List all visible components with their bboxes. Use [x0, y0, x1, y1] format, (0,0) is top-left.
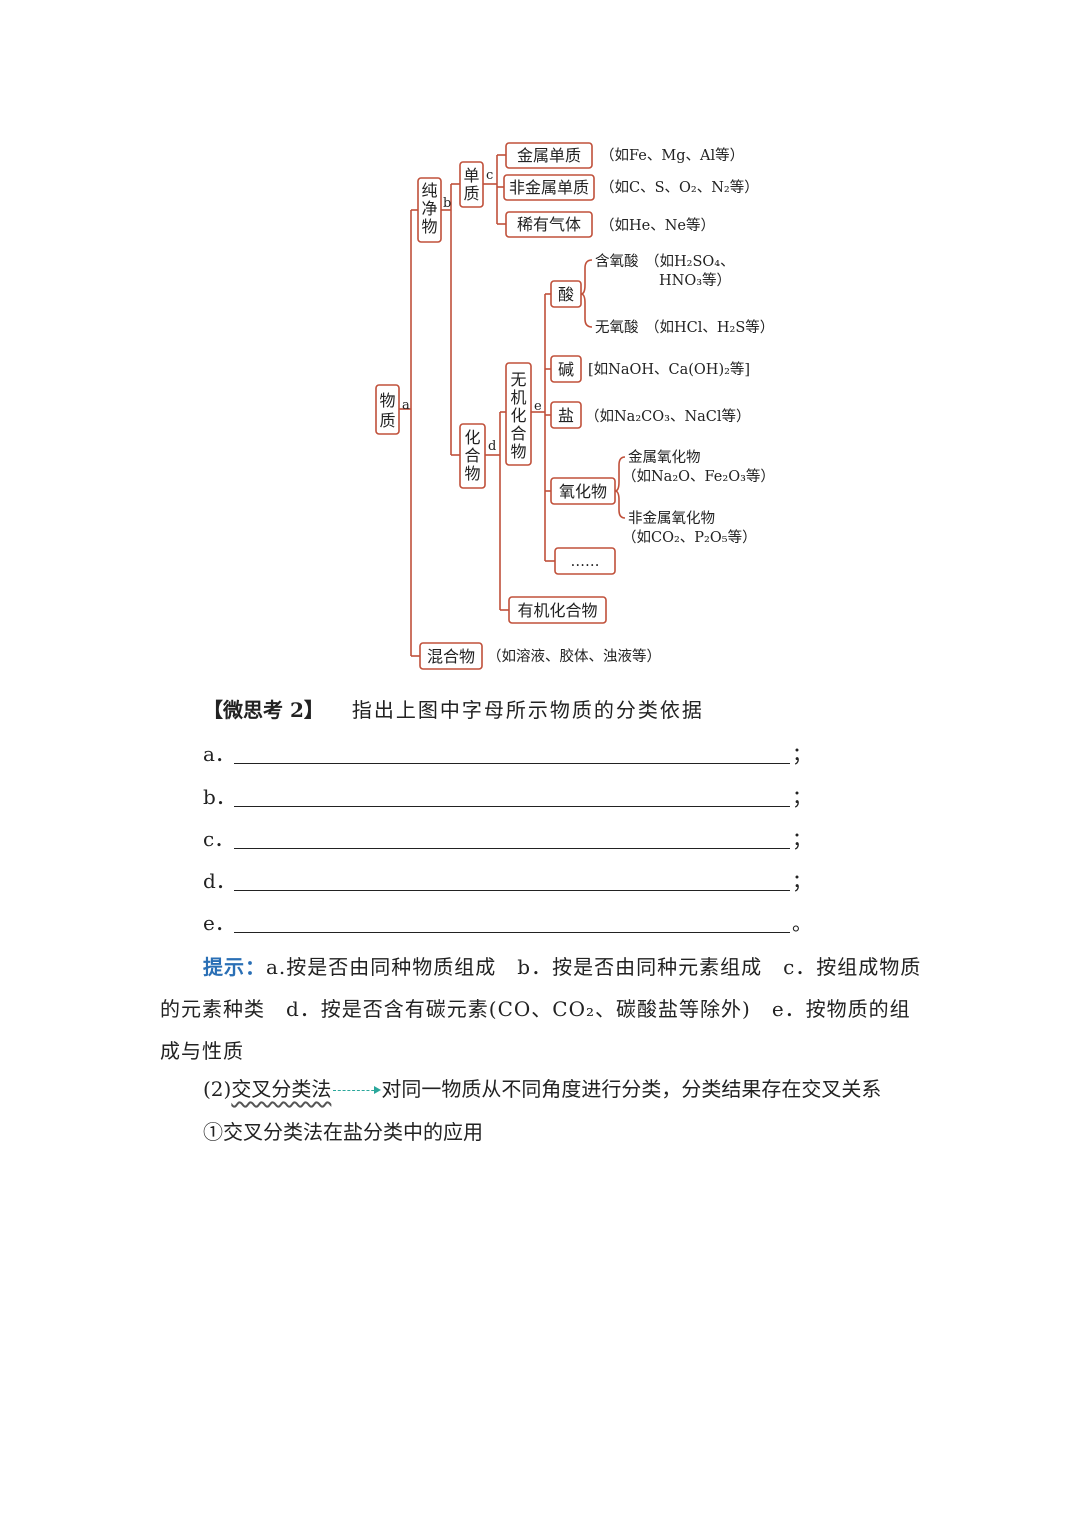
box-oxide: 氧化物	[550, 477, 616, 505]
question-title: 【微思考 2】 指出上图中字母所示物质的分类依据	[203, 694, 704, 723]
blank-label: d．	[203, 869, 236, 893]
box-mixture: 混合物	[419, 642, 483, 670]
answer-line[interactable]	[234, 932, 790, 933]
box-ellipsis: ……	[554, 547, 616, 575]
noble-gas-label: 稀有气体	[517, 215, 581, 234]
blank-end: ；	[792, 742, 812, 766]
box-acid: 酸	[550, 280, 582, 308]
metal-oxide-label: 金属氧化物	[628, 449, 701, 466]
subsection-title: ①交叉分类法在盐分类中的应用	[203, 1120, 483, 1144]
acid-label: 酸	[558, 285, 574, 304]
blank-label: a．	[203, 742, 235, 766]
blank-end: 。	[792, 911, 812, 935]
answer-line[interactable]	[234, 890, 790, 891]
note-nonmetal-oxide: （如CO₂、P₂O₅等）	[622, 528, 757, 546]
blank-label: e．	[203, 911, 235, 935]
answer-line[interactable]	[234, 763, 790, 764]
note-nonmetal-elem: （如C、S、O₂、N₂等）	[600, 178, 759, 196]
letter-e: e	[534, 399, 542, 414]
root-vertical-label: 物质	[379, 391, 395, 430]
note-oxy-acid-2: HNO₃等）	[659, 271, 731, 289]
note-salt: （如Na₂CO₃、NaCl等）	[585, 407, 751, 425]
hint-label: 提示：	[203, 955, 266, 979]
question-label: 【微思考 2】	[203, 698, 324, 722]
metal-elem-label: 金属单质	[517, 146, 581, 165]
oxide-label: 氧化物	[559, 482, 607, 501]
mixture-label: 混合物	[427, 647, 475, 666]
letter-a: a	[402, 398, 410, 413]
question-text: 指出上图中字母所示物质的分类依据	[351, 698, 704, 722]
box-salt: 盐	[550, 401, 582, 429]
letter-c: c	[486, 168, 493, 183]
blank-end: ；	[792, 785, 812, 809]
blank-row[interactable]: d． ；	[203, 865, 812, 895]
blank-end: ；	[792, 827, 812, 851]
nonmetal-oxide-label: 非金属氧化物	[628, 510, 715, 527]
box-noble-gas: 稀有气体	[505, 211, 593, 238]
note-noble-gas: （如He、Ne等）	[600, 216, 715, 234]
note-base: [如NaOH、Ca(OH)₂等]	[588, 360, 750, 378]
blank-row[interactable]: b． ；	[203, 781, 812, 811]
classification-diagram: 金属单质 非金属单质 稀有气体 酸 碱 盐 氧化物 …… 有机化合物 混合物	[375, 142, 775, 670]
answer-line[interactable]	[234, 848, 790, 849]
blank-row[interactable]: e． 。	[203, 907, 812, 937]
blank-row[interactable]: a． ；	[203, 738, 812, 768]
note-mixture: （如溶液、胶体、浊液等）	[487, 647, 661, 665]
oxy-acid-label: 含氧酸	[595, 253, 639, 270]
cross-classification-line: (2)交叉分类法 对同一物质从不同角度进行分类，分类结果存在交叉关系	[203, 1073, 881, 1102]
letter-b: b	[443, 196, 451, 211]
organic-label: 有机化合物	[517, 601, 597, 620]
hint-text: a.按是否由同种物质组成 b．按是否由同种元素组成 c．按组成物质的元素种类 d…	[160, 955, 922, 1063]
blank-end: ；	[792, 869, 812, 893]
note-metal-elem: （如Fe、Mg、Al等）	[600, 146, 744, 164]
blank-label: c．	[203, 827, 235, 851]
inorganic-vertical-label: 无机化合物	[510, 370, 526, 461]
nonmetal-elem-label: 非金属单质	[509, 178, 589, 197]
base-label: 碱	[558, 360, 574, 379]
box-pure	[417, 177, 442, 243]
box-organic: 有机化合物	[508, 596, 607, 624]
section-number: (2)	[203, 1077, 232, 1101]
box-inorganic	[505, 362, 532, 466]
answer-line[interactable]	[234, 806, 790, 807]
elemental-vertical-label: 单质	[463, 166, 479, 203]
pure-vertical-label: 纯净物	[421, 181, 437, 236]
blank-row[interactable]: c． ；	[203, 823, 812, 853]
note-nonoxy-acid: （如HCl、H₂S等）	[645, 318, 774, 336]
term-cross-classification: 交叉分类法	[231, 1077, 332, 1101]
dashed-arrow-icon	[333, 1086, 382, 1094]
box-compound	[459, 423, 486, 489]
letter-d: d	[488, 439, 496, 454]
blank-label: b．	[203, 785, 236, 809]
box-base: 碱	[550, 355, 582, 383]
ellipsis-label: ……	[571, 554, 600, 570]
note-metal-oxide: （如Na₂O、Fe₂O₃等）	[622, 467, 775, 485]
salt-label: 盐	[558, 406, 574, 425]
compound-vertical-label: 化合物	[464, 428, 480, 483]
box-elemental	[459, 161, 484, 208]
nonoxy-acid-label: 无氧酸	[595, 319, 639, 336]
box-metal-elem: 金属单质	[505, 142, 593, 169]
box-nonmetal-elem: 非金属单质	[503, 174, 595, 201]
section-text: 对同一物质从不同角度进行分类，分类结果存在交叉关系	[381, 1077, 882, 1101]
box-root	[375, 384, 400, 435]
note-oxy-acid-1: （如H₂SO₄、	[645, 253, 735, 270]
diagram-connectors	[399, 154, 626, 657]
hint-paragraph: 提示：a.按是否由同种物质组成 b．按是否由同种元素组成 c．按组成物质的元素种…	[160, 946, 925, 1072]
